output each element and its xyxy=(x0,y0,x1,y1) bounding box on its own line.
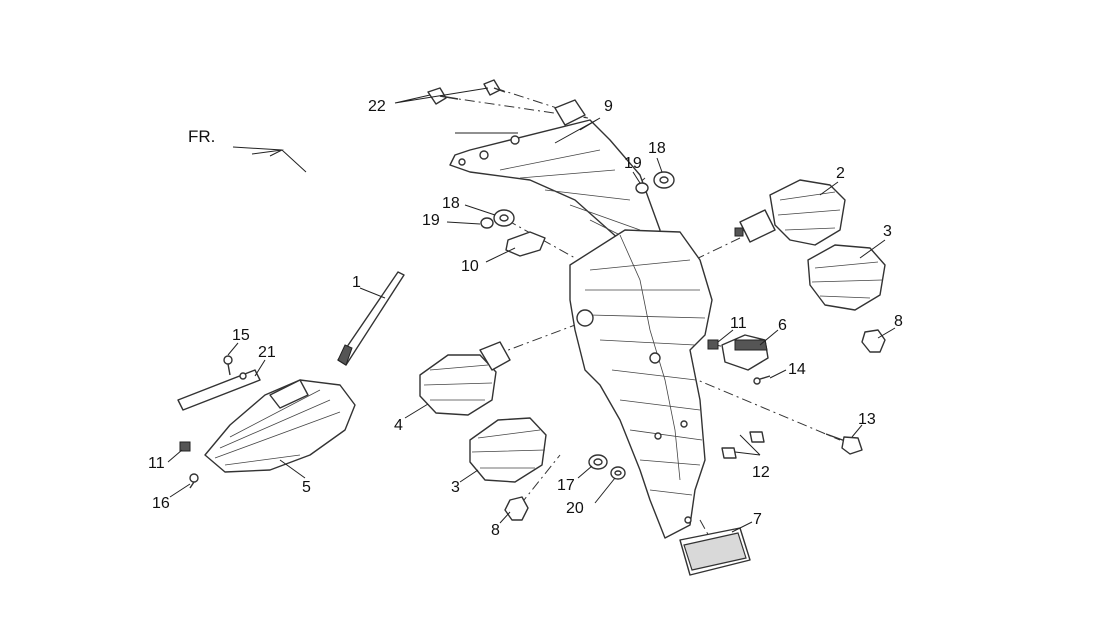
callout-5: 5 xyxy=(302,479,311,496)
callout-11: 11 xyxy=(148,455,165,472)
callout-22: 22 xyxy=(368,98,386,115)
leader-lines xyxy=(167,87,896,533)
part-15-screw xyxy=(223,355,233,376)
part-2-turn-signal xyxy=(734,179,846,246)
part-18-grommet-lower xyxy=(493,209,515,227)
callout-18: 18 xyxy=(442,195,460,212)
callout-9: 9 xyxy=(604,98,613,115)
part-17-grommet xyxy=(588,454,608,470)
part-8-socket-lower xyxy=(504,496,529,521)
part-9-upper-bracket xyxy=(449,99,661,271)
part-3-lens-lower xyxy=(469,417,547,483)
callout-12: 12 xyxy=(752,464,770,481)
part-19-washer-upper xyxy=(635,182,649,194)
callout-6: 6 xyxy=(778,317,787,334)
callout-11: 11 xyxy=(730,315,747,332)
part-8-socket-upper xyxy=(861,329,886,353)
part-13-bolt xyxy=(825,433,863,455)
part-11-clip-upper xyxy=(707,339,719,350)
part-10-bracket xyxy=(505,231,546,257)
part-20-washer xyxy=(610,466,626,480)
part-18-grommet-upper xyxy=(653,171,675,189)
callout-8: 8 xyxy=(894,313,903,330)
part-11-clip-lower xyxy=(179,441,191,452)
callout-10: 10 xyxy=(461,258,479,275)
callout-21: 21 xyxy=(258,344,276,361)
part-12-nuts xyxy=(654,420,765,459)
callout-18: 18 xyxy=(648,140,666,157)
callout-19: 19 xyxy=(624,155,642,172)
part-19-washer-lower xyxy=(480,217,494,229)
callout-19: 19 xyxy=(422,212,440,229)
part-16-screw xyxy=(189,473,199,489)
callout-7: 7 xyxy=(753,511,762,528)
front-direction-arrow xyxy=(232,146,307,173)
callout-15: 15 xyxy=(232,327,250,344)
direction-label: FR. xyxy=(188,127,215,146)
part-3-lens-upper xyxy=(807,244,886,311)
part-4-turn-signal xyxy=(419,341,511,416)
part-1-strip xyxy=(337,271,405,366)
callout-14: 14 xyxy=(788,361,806,378)
rear-fender-body xyxy=(569,229,713,539)
part-6-reflector xyxy=(721,334,769,371)
part-7-license-reflector xyxy=(679,527,751,576)
callout-3: 3 xyxy=(883,223,892,240)
callout-8: 8 xyxy=(491,522,500,539)
part-14-screw xyxy=(753,375,771,385)
callout-16: 16 xyxy=(152,495,170,512)
callout-1: 1 xyxy=(352,274,361,291)
part-21-bracket-strip xyxy=(177,369,261,411)
callout-3: 3 xyxy=(451,479,460,496)
callout-17: 17 xyxy=(557,477,575,494)
callout-20: 20 xyxy=(566,500,584,517)
callout-13: 13 xyxy=(858,411,876,428)
callout-4: 4 xyxy=(394,417,403,434)
part-5-tail-light xyxy=(204,379,356,473)
callout-2: 2 xyxy=(836,165,845,182)
